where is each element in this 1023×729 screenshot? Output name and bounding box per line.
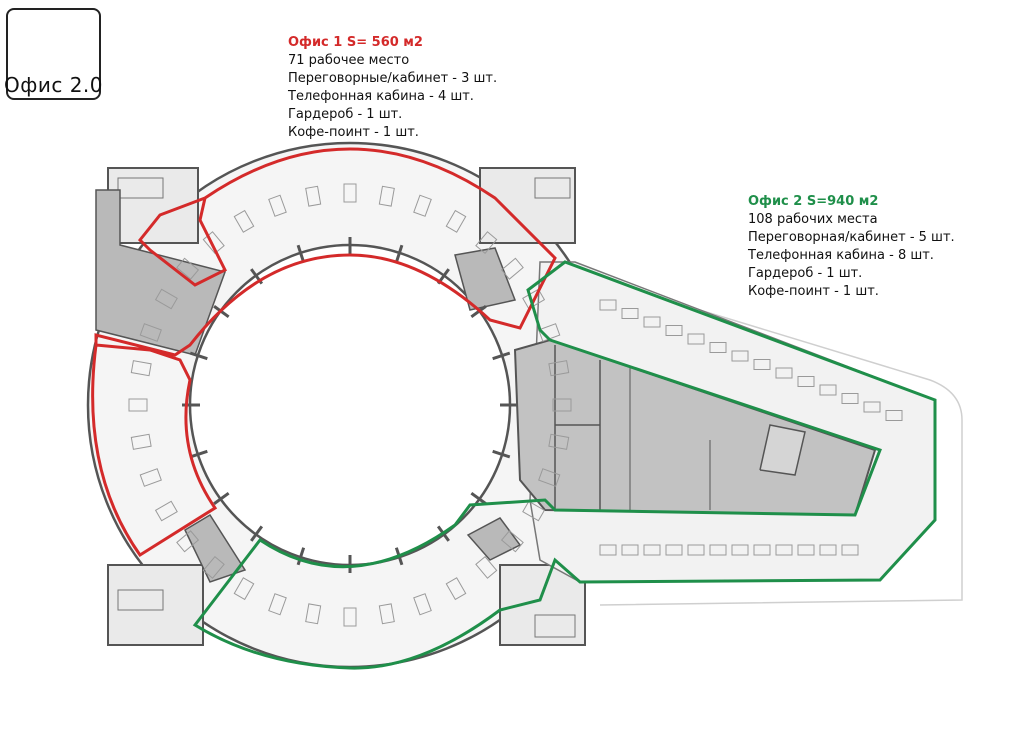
desk [500,257,524,280]
desk [819,384,837,396]
desk [305,603,322,625]
desk [413,194,432,217]
desk [665,544,683,556]
ring-column [470,491,487,505]
office1-line: 71 рабочее место [288,53,410,68]
office2-info: Офис 2 S=940 м2 108 рабочих места Перего… [748,193,955,301]
desk [445,209,467,233]
desk [731,350,749,362]
core-zones [95,189,522,583]
ring-column [189,351,208,361]
desk [599,299,617,311]
ring-column [296,244,306,263]
desk [797,544,815,556]
desk [599,544,617,556]
office2-line: Переговорная/кабинет - 5 шт. [748,230,955,245]
desk [202,555,225,579]
ring-column [394,244,404,263]
office1-line: Переговорные/кабинет - 3 шт. [288,71,498,86]
desk [130,433,152,450]
desk [475,555,498,579]
office1-line: Гардероб - 1 шт. [288,107,403,122]
desk [128,398,148,412]
desk [522,500,546,522]
desk [548,433,570,450]
desk [665,325,683,336]
desk [378,185,395,207]
desk [863,401,881,413]
office2-line: Гардероб - 1 шт. [748,266,863,281]
desk [176,257,200,280]
office2-line: 108 рабочих места [748,212,878,227]
workstation-desks [128,183,903,627]
ring-column [492,351,511,361]
desk [445,577,467,601]
stair-blocks [117,177,576,638]
office2-line: Кофе-поинт - 1 шт. [748,284,879,299]
desk [753,544,771,556]
desk [343,183,357,203]
desk [687,544,705,556]
desk [753,359,771,370]
desk [176,530,200,553]
desk [413,593,432,616]
desk [378,603,395,625]
office1-line: Телефонная кабина - 4 шт. [288,89,474,104]
east-wing [513,261,936,583]
terrace-outline [574,271,963,606]
logo-frame [6,8,101,100]
ring-column [250,525,264,542]
desk [797,376,815,387]
desk [475,231,498,255]
desk [139,468,162,487]
desk [885,410,903,421]
office2-boundary [192,260,937,670]
office2-line: Телефонная кабина - 8 шт. [748,248,934,263]
desk [731,544,749,556]
logo-text: Офис 2.0 [4,73,103,97]
service-blocks [107,167,586,646]
desk [775,544,793,556]
desk [643,316,661,328]
ring-column [189,449,208,459]
ring-column [213,491,230,505]
desk [130,360,152,377]
office1-line: Кофе-поинт - 1 шт. [288,125,419,140]
desk [643,544,661,556]
desk [233,209,255,233]
ring-column [296,547,306,566]
desk [709,544,727,556]
desk [268,194,287,217]
desk [621,308,639,319]
office1-boundary [91,147,557,558]
desk [687,333,705,345]
desk [154,500,178,522]
desk [709,342,727,353]
desk [139,323,162,342]
desk [548,360,570,377]
desk [500,530,524,553]
desk [538,468,561,487]
desk [621,544,639,556]
desk [154,288,178,310]
ring-column [492,449,511,459]
desk [552,398,572,412]
desk [775,367,793,379]
desk [268,593,287,616]
office2-title: Офис 2 S=940 м2 [748,194,879,209]
office1-info: Офис 1 S= 560 м2 71 рабочее место Перего… [288,34,497,142]
desk [305,185,322,207]
desk [841,393,859,404]
desk [819,544,837,556]
desk [538,323,561,342]
desk [841,544,859,556]
desk [343,607,357,627]
office1-title: Офис 1 S= 560 м2 [288,35,423,50]
desk [233,577,255,601]
